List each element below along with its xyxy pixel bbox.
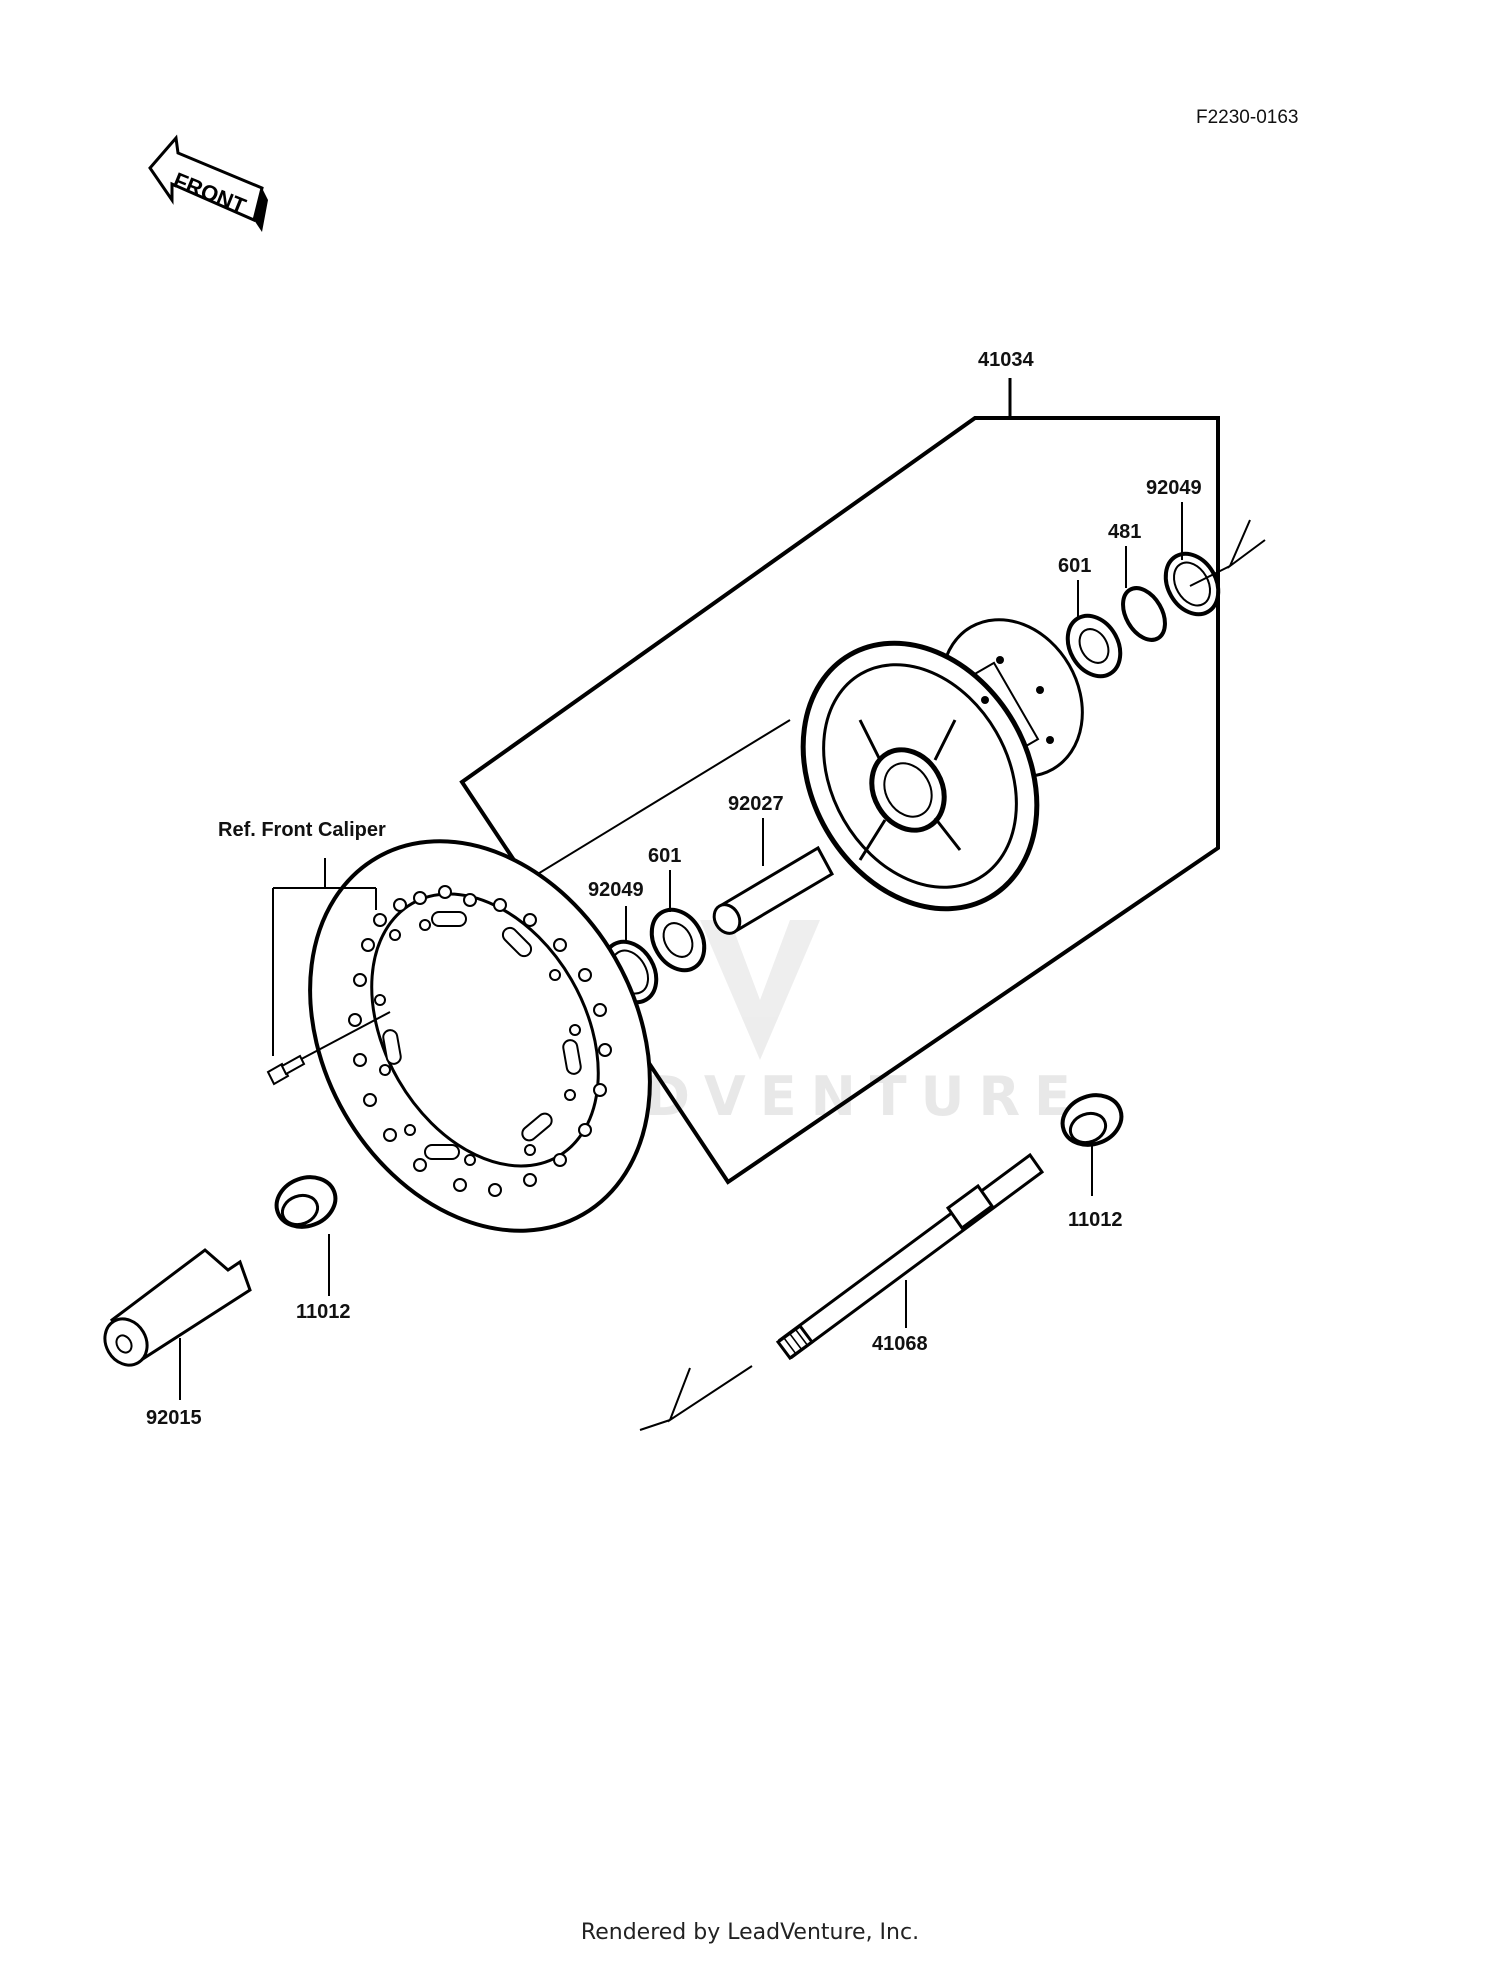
hub-assembly-bracket	[459, 378, 1220, 1185]
label-11012-left: 11012	[296, 1301, 351, 1323]
axle	[775, 1152, 1045, 1361]
label-41034: 41034	[978, 349, 1034, 371]
disc-bolt	[266, 1011, 391, 1086]
label-92015: 92015	[146, 1407, 202, 1429]
wheel-hub	[800, 618, 1084, 912]
axle-nut	[103, 1248, 252, 1367]
label-601-right: 601	[1058, 555, 1091, 577]
collar-right	[1060, 1093, 1124, 1147]
front-arrow-icon: FRONT	[148, 134, 268, 232]
label-92049-right: 92049	[1146, 477, 1202, 499]
bearing-left	[649, 907, 707, 973]
circlip	[1121, 586, 1167, 642]
label-601-left: 601	[648, 845, 681, 867]
brake-disc	[308, 839, 652, 1233]
label-41068: 41068	[872, 1333, 928, 1355]
footer-credit: Rendered by LeadVenture, Inc.	[580, 1920, 920, 1945]
collar-left	[274, 1175, 338, 1229]
label-11012-right: 11012	[1068, 1209, 1123, 1231]
leader-lines	[179, 502, 1183, 1400]
label-92027: 92027	[728, 793, 784, 815]
label-ref-front-caliper: Ref. Front Caliper	[218, 819, 386, 841]
label-481: 481	[1108, 521, 1141, 543]
spacer	[712, 845, 835, 935]
caliper-ref-bracket	[272, 858, 377, 1056]
figure-id: F2230-0163	[1196, 107, 1298, 128]
label-92049-left: 92049	[588, 879, 644, 901]
